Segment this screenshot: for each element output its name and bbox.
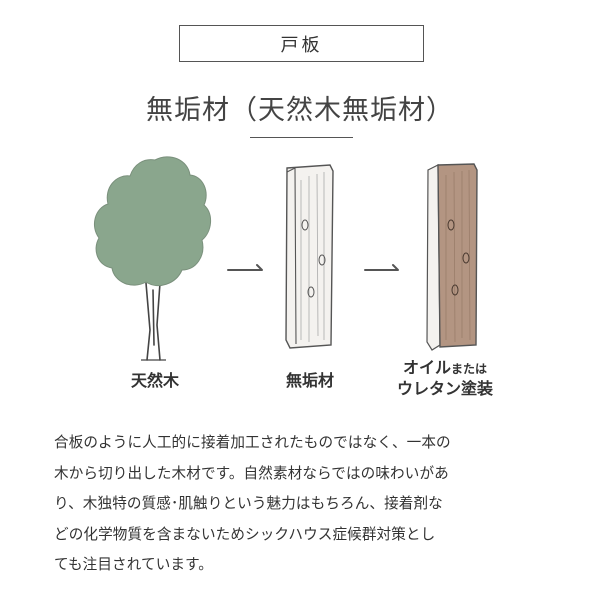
badge-label: 戸板	[280, 34, 323, 56]
arrow-icon	[227, 264, 263, 271]
finish-label-main: オイル	[402, 358, 451, 377]
stage-label-natural-wood: 天然木	[130, 371, 179, 390]
stage-label-finish: オイルまたは ウレタン塗装	[385, 358, 505, 400]
finish-label-line2: ウレタン塗装	[396, 378, 493, 398]
description-line: 合板のように人工的に接着加工されたものではなく、一本の	[54, 434, 451, 451]
finish-label-connector: または	[451, 362, 488, 376]
plain-plank-icon	[285, 164, 334, 349]
finished-plank-icon	[426, 163, 478, 351]
description-line: 木から切り出した木材です。自然素材ならではの味わいがあ	[54, 464, 449, 482]
description-line: ても注目されています。	[54, 556, 214, 573]
category-badge: 戸板	[179, 25, 424, 62]
description-paragraph: 合板のように人工的に接着加工されたものではなく、一本の 木から切り出した木材です…	[54, 428, 550, 581]
tree-icon	[93, 156, 211, 361]
description-line: どの化学物質を含まないためシックハウス症候群対策とし	[54, 525, 436, 543]
arrow-icon	[364, 264, 399, 271]
stage-label-solid-wood: 無垢材	[285, 371, 334, 390]
title-underline	[250, 137, 353, 138]
page-title: 無垢材（天然木無垢材）	[146, 95, 454, 126]
description-line: り、木独特の質感･肌触りという魅力はもちろん、接着剤な	[54, 495, 443, 512]
